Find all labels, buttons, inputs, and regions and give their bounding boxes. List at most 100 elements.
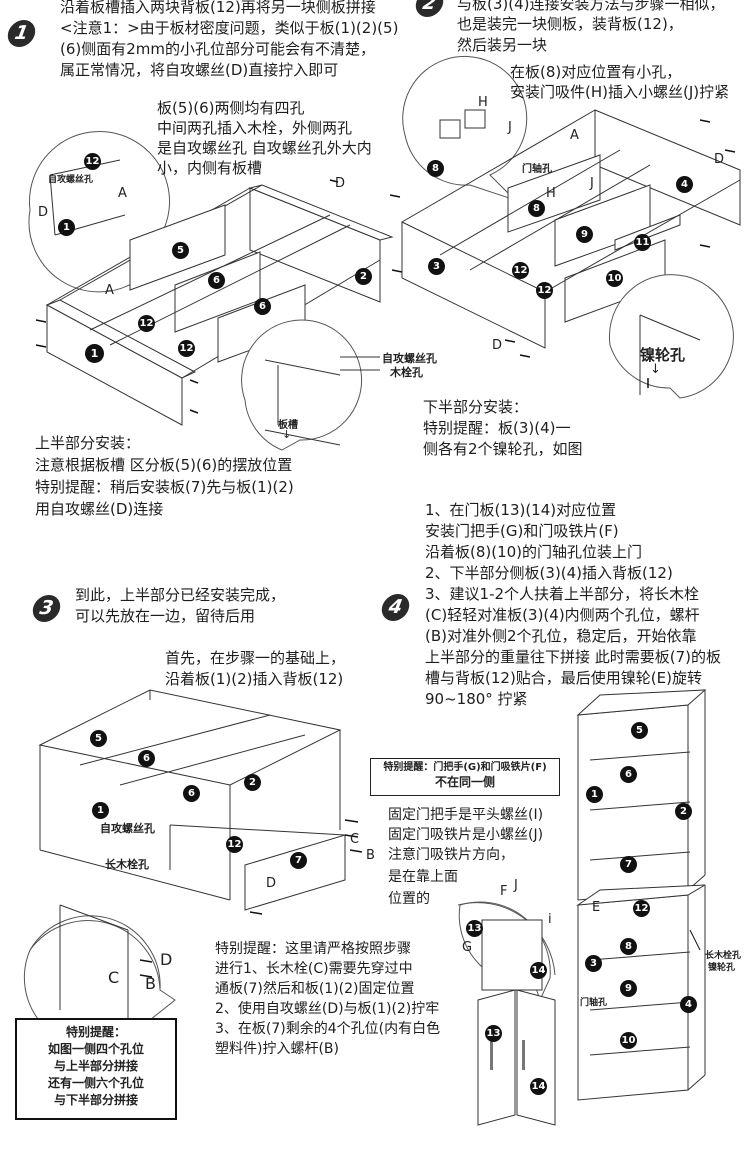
letter-j-2: J [590,176,594,191]
step4-intro-line1: 1、在门板(13)(14)对应位置 [425,501,617,519]
step4-intro-line5: 3、建议1-2个人扶着上半部分，将长木栓 [425,585,700,603]
step3-warning-line6: 塑料件)拧入螺杆(B) [215,1041,339,1057]
step2-intro-line1: 与板(3)(4)连接安装方法与步骤一相似， [457,0,725,13]
letter-g-1: G [462,940,473,955]
part-6-marker: 6 [208,272,225,289]
step4-intro-line7: (B)对准外侧2个孔位，稳定后，开始依靠 [425,627,697,645]
step1-upper-line3: 特别提醒：稍后安装板(7)先与板(1)(2) [35,478,294,496]
part-5-marker: 5 [172,242,189,259]
step2-intro-line3: 然后装另一块 [457,36,548,54]
part-12-marker-4: 12 [633,900,650,917]
step3-intro-line1: 到此，上半部分已经安装完成， [75,586,286,604]
step2-hinge-line1: 在板(8)对应位置有小孔， [510,63,682,81]
caster-label-4: 镍轮孔 [708,963,736,973]
step1-holes-line4: 小，内侧有板槽 [157,159,263,177]
part-13-marker-b: 13 [485,1025,502,1042]
step2-hinge-line2: 安装门吸件(H)插入小螺丝(J)拧紧 [510,83,730,101]
part-4-marker-4: 4 [680,996,697,1013]
part-5-marker-4: 5 [631,722,648,739]
letter-h-1: H [478,95,488,110]
groove-label: 板槽 [278,420,298,431]
part-8-marker: 8 [427,160,444,177]
letter-d-3: D [714,152,725,167]
step1-upper-line1: 上半部分安装： [35,434,141,452]
letter-j-3: J [514,878,518,893]
step4-screws-line2: 固定门吸铁片是小螺丝(J) [388,827,544,843]
notice-box: 特别提醒：门把手(G)和门吸铁片(F) 不在同一侧 [370,758,560,796]
self-tap-hole-label-small: 自攻螺丝孔 [48,175,94,185]
letter-a-2: A [105,283,114,298]
step1-upper-line4: 用自攻螺丝(D)连接 [35,500,164,518]
box-line3: 与上半部分拼接 [53,1059,138,1073]
letter-d-1: D [38,205,49,220]
step3-warning-line3: 通板(7)然后和板(1)(2)固定位置 [215,981,415,997]
step3-warning-line5: 3、在板(7)剩余的4个孔位(内有白色 [215,1021,441,1037]
letter-a-1: A [118,186,127,201]
part-12-marker-d: 12 [512,262,529,279]
step3-warning-line2: 进行1、长木栓(C)需要先穿过中 [215,961,413,977]
letter-d-5: D [266,876,277,891]
letter-a-3: A [570,128,579,143]
step1-drawing [28,131,403,451]
part-1-marker-3: 1 [92,802,109,819]
step4-screws-line3: 注意门吸铁片方向， [388,847,514,863]
letter-b-2: B [145,974,156,993]
step1-holes-line1: 板(5)(6)两侧均有四孔 [157,99,305,117]
caster-hole-label: 镍轮孔 [640,346,686,364]
part-5-marker-3: 5 [90,730,107,747]
step3-first-line2: 沿着板(1)(2)插入背板(12) [165,670,344,688]
part-2-marker-4: 2 [675,803,692,820]
self-tap-hole-label: 自攻螺丝孔 [382,352,437,365]
part-7-marker-4: 7 [620,856,637,873]
step4-intro-line6: (C)轻轻对准板(3)(4)内侧两个孔位，螺杆 [425,606,700,624]
letter-d-2: D [335,176,346,191]
special-reminder-box: 特别提醒： 如图一侧四个孔位 与上半部分拼接 还有一侧六个孔位 与下半部分拼接 [15,1018,177,1120]
part-7-marker-3: 7 [290,852,307,869]
step4-intro-line4: 2、下半部分侧板(3)(4)插入背板(12) [425,564,673,582]
self-tap-hole-label-3: 自攻螺丝孔 [100,822,155,835]
part-2-marker-3: 2 [244,774,261,791]
box-line4: 还有一侧六个孔位 [47,1076,144,1090]
step3-intro-line2: 可以先放在一边，留待后用 [75,607,256,625]
step2-intro-line2: 也是装完一块侧板，装背板(12)， [457,15,683,33]
part-6-marker-4: 6 [620,766,637,783]
long-dowel-label-4: 长木栓孔 [705,951,742,961]
hinge-hole-label-4: 门轴孔 [580,998,608,1008]
step2-lower-line1: 下半部分安装： [423,398,529,416]
long-dowel-label: 长木栓孔 [105,858,149,871]
part-12-marker-3: 12 [226,836,243,853]
part-11-marker: 11 [634,234,651,251]
letter-f-1: F [500,884,508,899]
part-9-marker-4: 9 [620,980,637,997]
step3-drawing [23,689,363,1048]
part-1-marker: 1 [58,219,75,236]
part-6-marker-3: 6 [138,750,155,767]
notice-line2: 不在同一侧 [434,775,495,789]
step3-warning-line4: 2、使用自攻螺丝(D)与板(1)(2)拧牢 [215,1001,440,1017]
part-10-marker: 10 [606,270,623,287]
step2-drawing [401,55,741,399]
part-1-marker-4: 1 [586,786,603,803]
step4-drawing [457,689,707,1126]
letter-c-2: C [108,968,120,987]
part-8-marker-4: 8 [620,938,637,955]
part-6-marker-b: 6 [254,298,271,315]
step1-intro-line1: 沿着板槽插入两块背板(12)再将另一块侧板拼接 [60,0,376,16]
part-14-marker: 14 [530,962,547,979]
step3-warning-line1: 特别提醒：这里请严格按照步骤 [215,941,411,957]
part-14-marker-b: 14 [530,1078,547,1095]
step1-holes-line3: 是自攻螺丝孔 自攻螺丝孔外大内 [157,139,372,157]
part-8-marker-b: 8 [528,200,545,217]
step4-screws-line5: 位置的 [388,891,430,907]
step2-lower-line3: 侧各有2个镍轮孔，如图 [423,440,583,458]
letter-d-4: D [492,338,503,353]
part-12-marker-e: 12 [536,282,553,299]
letter-j-1: J [508,120,512,135]
part-4-marker: 4 [676,176,693,193]
step1-holes-line2: 中间两孔插入木栓，外侧两孔 [157,119,353,137]
step1-upper-line2: 注意根据板槽 区分板(5)(6)的摆放位置 [35,456,293,474]
box-line5: 与下半部分拼接 [53,1093,138,1107]
letter-e-1: E [592,900,601,915]
letter-d-6: D [160,950,173,969]
